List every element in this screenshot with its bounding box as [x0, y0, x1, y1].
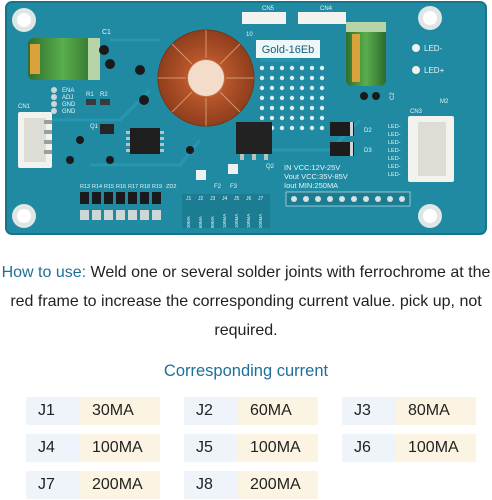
- bottom-pin-header: [285, 191, 411, 207]
- table-cell-label: J5: [184, 434, 238, 462]
- label-d2: D2: [364, 128, 372, 134]
- pin-adj: ADJ: [62, 95, 73, 101]
- spec-line-input: IN VCC:12V-25V: [284, 163, 340, 172]
- jumper-ma-6: 100MA: [246, 214, 251, 228]
- jumper-j3: J3: [210, 196, 216, 202]
- res-r17: R17: [128, 184, 138, 190]
- jumper-j4: J4: [222, 196, 228, 202]
- spec-line-current: Iout MIN:250MA: [284, 181, 338, 190]
- res-r16: R16: [116, 184, 126, 190]
- table-cell-label: J8: [184, 471, 238, 499]
- label-cn3: CN3: [410, 109, 423, 115]
- mosfet-q2: [236, 122, 272, 160]
- label-f3: F3: [230, 184, 238, 190]
- led-pin-2: LED-: [388, 132, 401, 138]
- label-q2: Q2: [266, 164, 275, 170]
- led-plus-label: LED+: [424, 66, 445, 75]
- label-q1: Q1: [90, 124, 99, 130]
- pin-gnd-1: GND: [62, 102, 76, 108]
- jumper-j2: J2: [198, 196, 204, 202]
- label-f2: F2: [214, 184, 222, 190]
- jumper-pad-row: [182, 194, 270, 228]
- transistor-q1: [100, 124, 114, 134]
- table-cell-label: J4: [26, 434, 80, 462]
- table-cell-value: 60MA: [238, 397, 318, 425]
- how-to-use-text: Weld one or several solder joints with f…: [10, 264, 491, 339]
- jumper-ma-1: 30MA: [186, 216, 191, 228]
- led-pin-1: LED-: [388, 124, 401, 130]
- label-ten: 10: [246, 32, 253, 38]
- res-r19: R19: [152, 184, 162, 190]
- res-r18: R18: [140, 184, 150, 190]
- toroidal-inductor: [157, 29, 255, 127]
- pin-gnd-2: GND: [62, 109, 76, 115]
- model-label-bg: [256, 40, 320, 58]
- connector-cn5: [242, 12, 286, 24]
- led-pin-5: LED-: [388, 156, 401, 162]
- table-cell-label: J3: [342, 397, 396, 425]
- jumper-j6: J6: [246, 196, 252, 202]
- table-cell-value: 200MA: [238, 471, 318, 499]
- jumper-j7: J7: [258, 196, 264, 202]
- pin-ena: ENA: [62, 88, 74, 94]
- label-d3: D3: [364, 148, 372, 154]
- mounting-holes: [12, 6, 442, 228]
- led-minus-label: LED-: [424, 44, 443, 53]
- spec-line-output: Vout VCC:35V-85V: [284, 172, 348, 181]
- table-cell-value: 30MA: [80, 397, 160, 425]
- led-pin-3: LED-: [388, 140, 401, 146]
- res-r14: R14: [92, 184, 102, 190]
- jumper-ma-5: 100MA: [234, 214, 239, 228]
- jumper-ma-4: 100MA: [222, 214, 227, 228]
- table-cell-value: 100MA: [80, 434, 160, 462]
- model-label: Gold-16Eb: [262, 44, 315, 56]
- led-pin-4: LED-: [388, 148, 401, 154]
- table-cell-label: J7: [26, 471, 80, 499]
- table-cell-label: J6: [342, 434, 396, 462]
- res-r13: R13: [80, 184, 90, 190]
- connector-cn1: [18, 112, 52, 168]
- label-cn1: CN1: [18, 104, 31, 110]
- corresponding-current-title: Corresponding current: [163, 362, 329, 380]
- table-cell-value: 80MA: [396, 397, 476, 425]
- pcb-board: C1 ENA ADJ GND GND R1 R2 CN1 Q1: [5, 1, 487, 235]
- jumper-j5: J5: [234, 196, 240, 202]
- diodes: [330, 122, 354, 156]
- led-pin-6: LED-: [388, 164, 401, 170]
- jumper-ma-3: 80MA: [210, 216, 215, 228]
- label-r2: R2: [100, 92, 108, 98]
- label-zd2: ZD2: [166, 184, 176, 190]
- res-r15: R15: [104, 184, 114, 190]
- table-cell-label: J2: [184, 397, 238, 425]
- label-m2: M2: [440, 99, 449, 105]
- capacitor-c2: [346, 22, 386, 86]
- table-cell-value: 100MA: [238, 434, 318, 462]
- how-to-use-lead: How to use:: [1, 264, 87, 281]
- table-cell-value: 200MA: [80, 471, 160, 499]
- jumper-ma-2: 60MA: [198, 216, 203, 228]
- led-driver-board-photo: C1 ENA ADJ GND GND R1 R2 CN1 Q1: [0, 0, 492, 240]
- label-cn4: CN4: [320, 6, 333, 12]
- label-c2: C2: [390, 92, 396, 100]
- table-cell-value: 100MA: [396, 434, 476, 462]
- via-grid: [259, 65, 325, 131]
- ic-chip: [130, 128, 160, 154]
- connector-cn3: [408, 116, 454, 182]
- label-r1: R1: [86, 92, 94, 98]
- label-cn5: CN5: [262, 6, 275, 12]
- table-cell-label: J1: [26, 397, 80, 425]
- jumper-j1: J1: [186, 196, 192, 202]
- label-c1: C1: [102, 29, 111, 36]
- jumper-ma-7: 200MA: [258, 214, 263, 228]
- how-to-use-paragraph: How to use: Weld one or several solder j…: [0, 258, 492, 345]
- led-pin-7: LED-: [388, 172, 401, 178]
- connector-cn4: [298, 12, 346, 24]
- capacitor-c1: [28, 38, 100, 80]
